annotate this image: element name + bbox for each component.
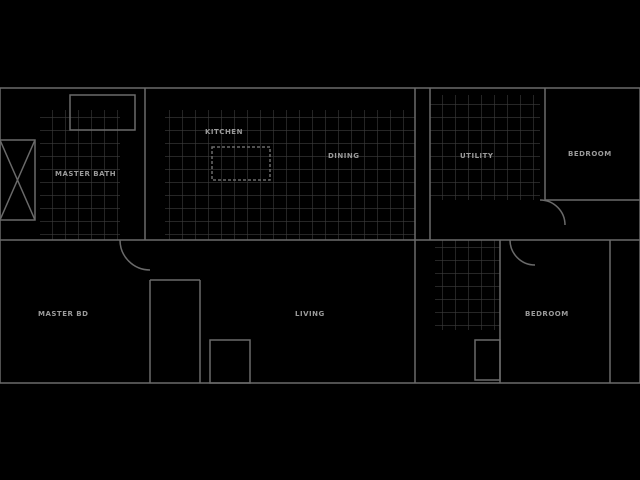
room-label-dining: DINING	[328, 152, 360, 160]
walls	[0, 87, 640, 384]
room-label-kitchen: KITCHEN	[205, 128, 243, 136]
room-label-master-bath: MASTER BATH	[55, 170, 117, 178]
tile-floor-areas	[40, 95, 540, 330]
room-label-master-bedroom: MASTER BD	[38, 310, 89, 318]
room-label-bedroom-bottom: BEDROOM	[525, 310, 569, 318]
room-label-bedroom-top: BEDROOM	[568, 150, 612, 158]
room-label-living: LIVING	[295, 310, 325, 318]
room-label-utility: UTILITY	[460, 152, 494, 160]
